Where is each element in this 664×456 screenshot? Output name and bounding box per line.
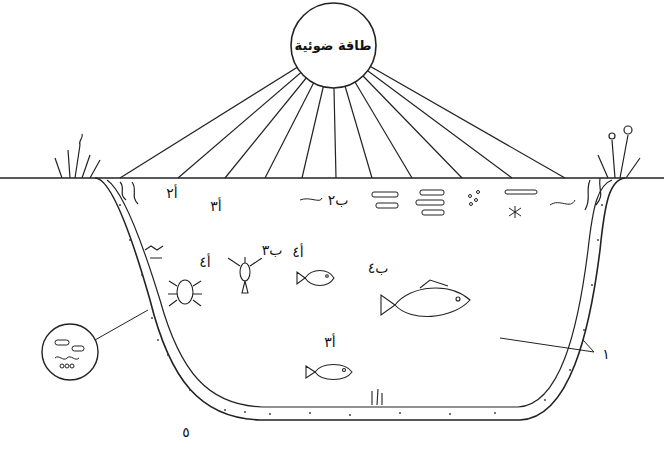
callout-label: أ٤: [290, 244, 305, 260]
phytoplankton: [300, 190, 575, 218]
consumers: [145, 246, 470, 405]
pond-basin: [95, 178, 625, 420]
energy-circle: طاقة ضوئية: [290, 2, 377, 89]
callout-label: أ٣: [208, 198, 223, 214]
callout-label: ب٤: [366, 260, 391, 276]
callout-label: ١: [600, 346, 612, 362]
callout-label: أ٢: [164, 185, 179, 201]
callout-label: ب٢: [326, 192, 351, 208]
callout-label: ب٣: [260, 242, 285, 258]
leader-lines: [500, 338, 594, 352]
sediment-dots: [119, 204, 603, 416]
shore-plants: [55, 126, 640, 210]
sediment-line: [107, 180, 612, 407]
callout-label: أ٤: [197, 254, 212, 270]
water-surface: [0, 177, 664, 179]
node-text: طاقة ضوئية: [295, 38, 372, 54]
callout-label: ٥: [180, 424, 192, 440]
callout-label: أ٣: [322, 334, 337, 350]
decomposer-magnifier: [42, 310, 148, 380]
